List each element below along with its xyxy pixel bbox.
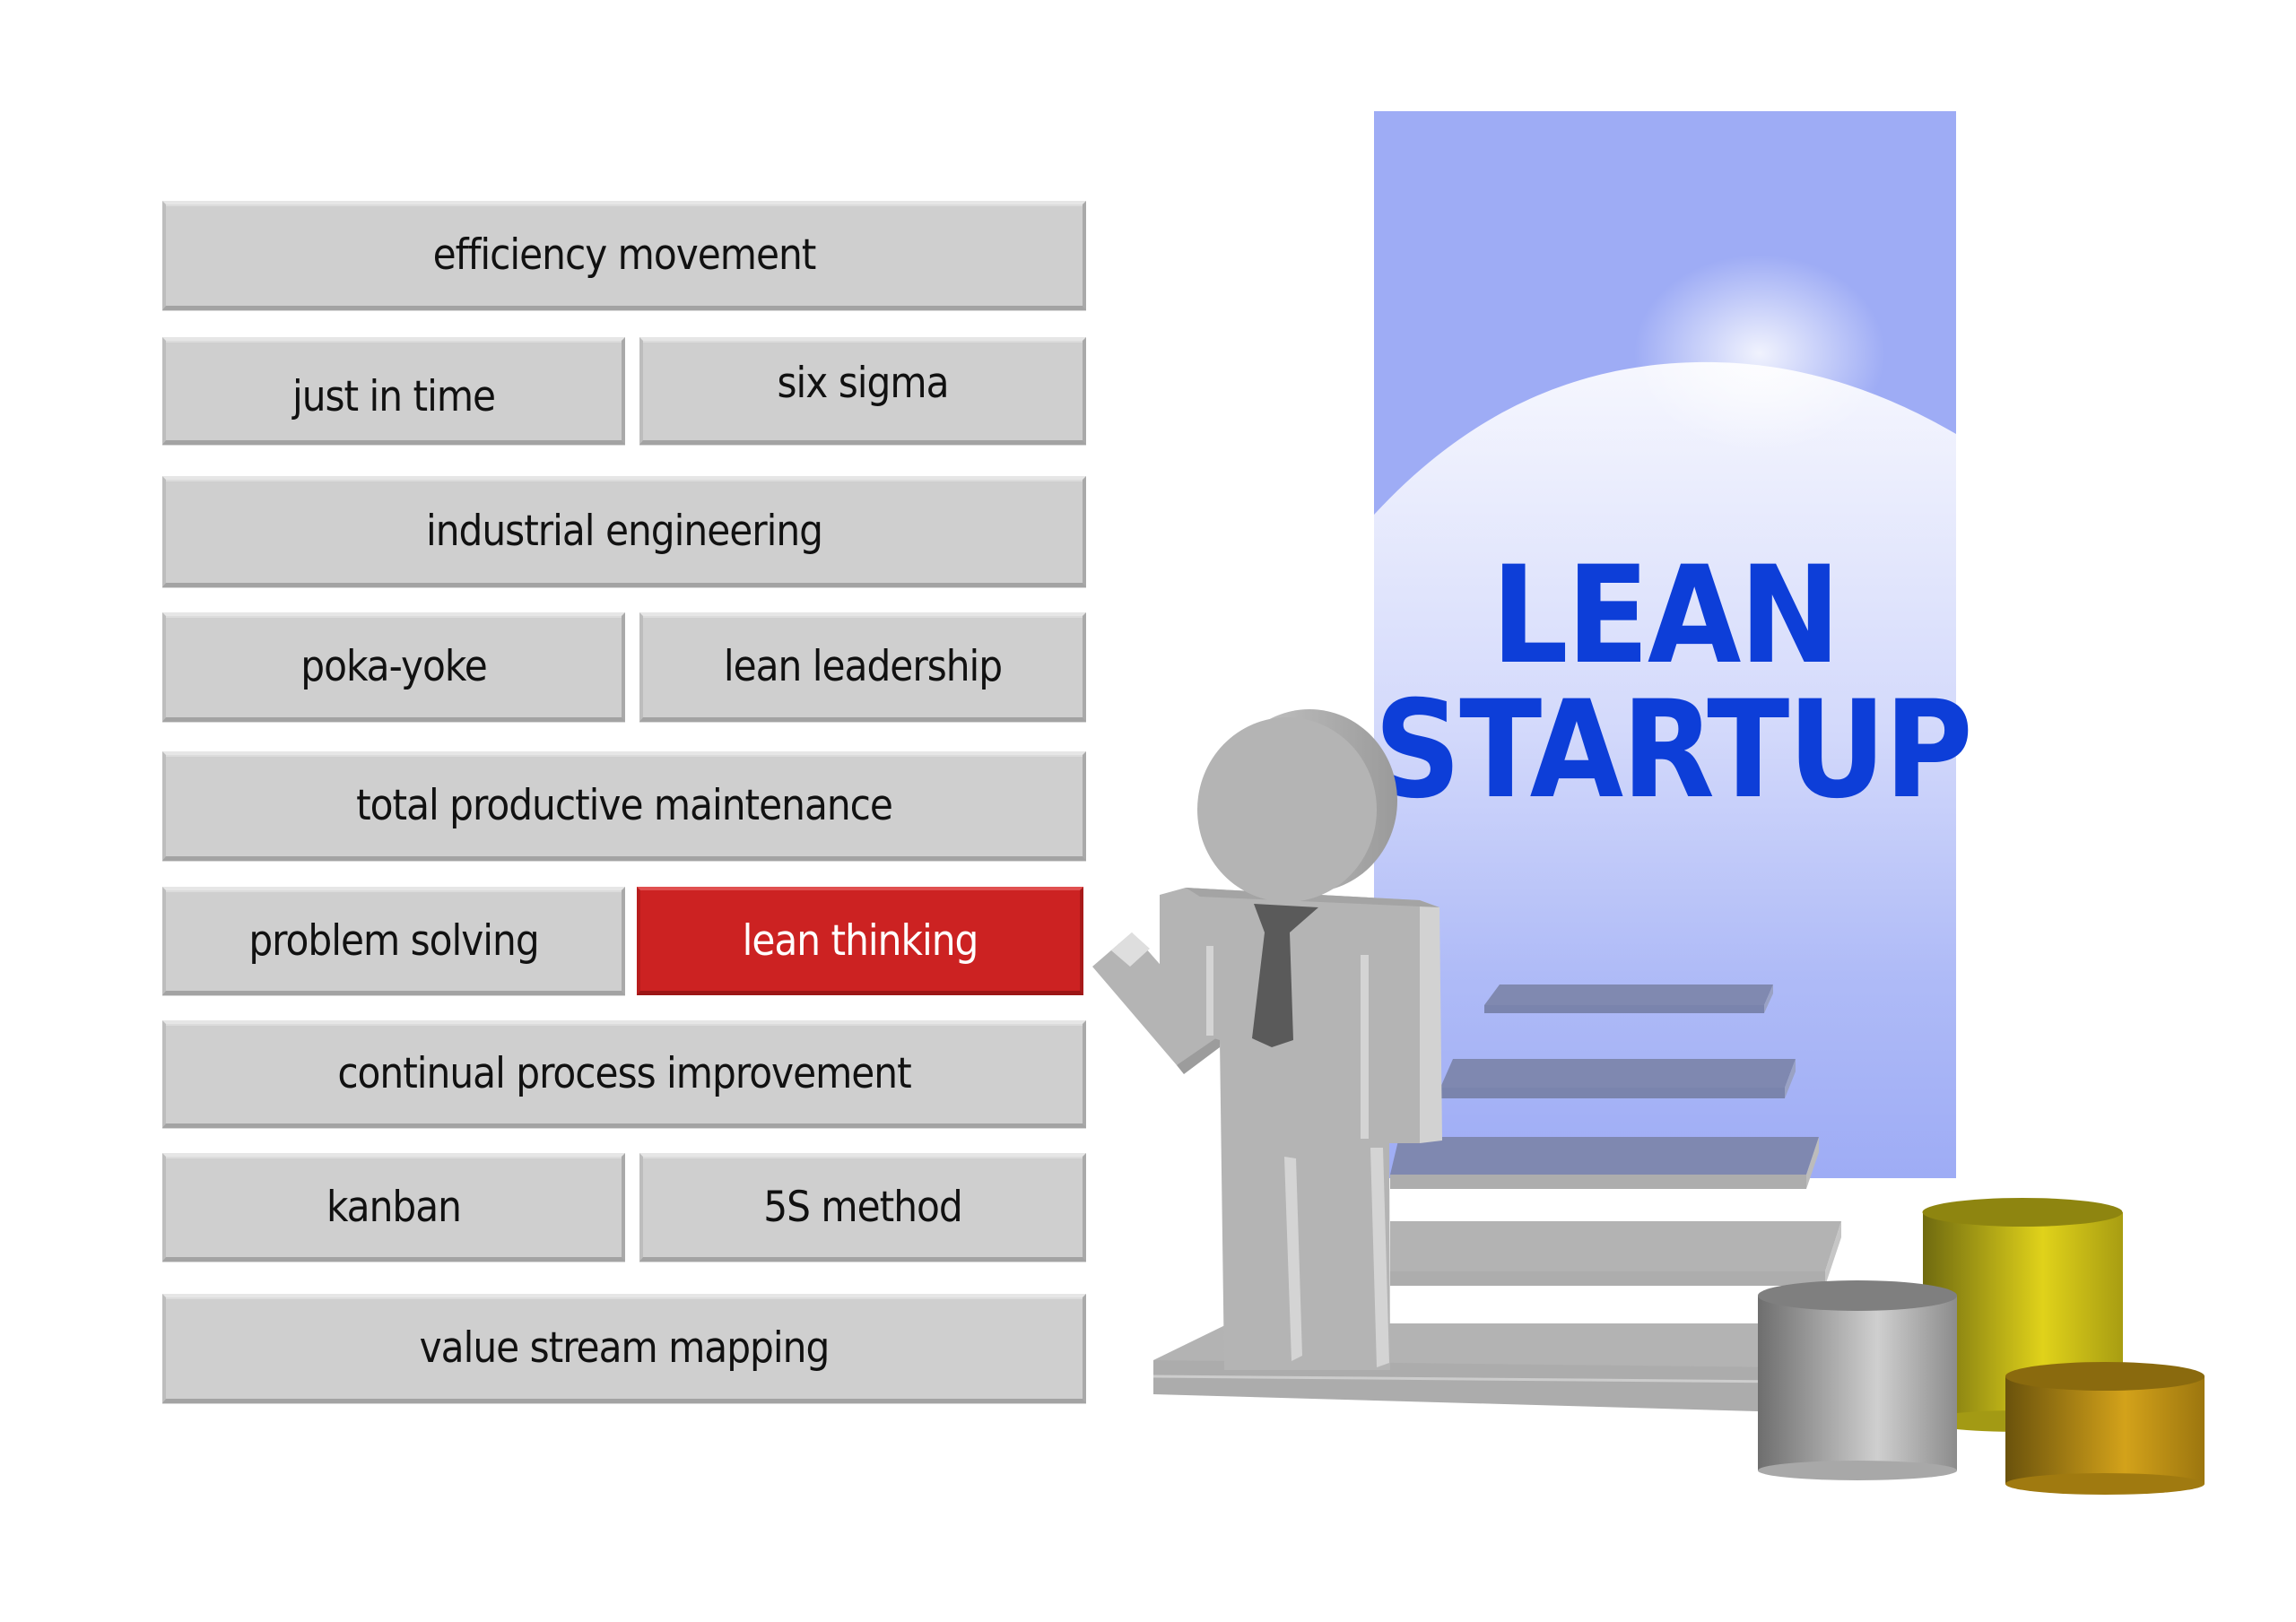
- tile-label: lean thinking: [742, 915, 979, 966]
- tile-just-in-time: just in time: [162, 337, 625, 445]
- stair-step-4: [1390, 1221, 1841, 1286]
- stair-step-1: [1484, 984, 1773, 1013]
- tile-industrial-engineering: industrial engineering: [162, 476, 1086, 587]
- businessman-figure: [1092, 709, 1442, 1370]
- tile-total-productive-maintenance: total productive maintenance: [162, 751, 1086, 861]
- stair-step-3: [1390, 1137, 1819, 1189]
- tile-label: six sigma: [777, 359, 950, 408]
- tile-5s-method: 5S method: [639, 1153, 1086, 1262]
- torso: [1160, 888, 1420, 1370]
- tile-label: just in time: [291, 372, 496, 421]
- tile-lean-thinking: lean thinking: [637, 887, 1083, 995]
- tile-label: industrial engineering: [425, 507, 823, 556]
- tile-six-sigma: six sigma: [639, 337, 1086, 445]
- tile-continual-process-improvement: continual process improvement: [162, 1020, 1086, 1128]
- head: [1197, 717, 1377, 902]
- tile-label: poka-yoke: [300, 642, 487, 691]
- tile-label: continual process improvement: [337, 1049, 911, 1098]
- panel-title-line1: LEAN: [1491, 538, 1841, 694]
- gold-cylinder: [2005, 1362, 2205, 1495]
- raised-hand: [1092, 932, 1222, 1065]
- tile-label: problem solving: [248, 915, 539, 966]
- stair-step-2: [1440, 1059, 1796, 1098]
- silver-cylinder: [1758, 1280, 1957, 1480]
- tile-efficiency-movement: efficiency movement: [162, 201, 1086, 310]
- stairs: [1152, 984, 1841, 1412]
- lean-startup-panel: [1374, 111, 1956, 1178]
- tile-label: lean leadership: [723, 642, 1003, 691]
- panel-title-line2: STARTUP: [1374, 672, 1973, 828]
- tile-label: value stream mapping: [419, 1323, 831, 1373]
- tile-label: total productive maintenance: [356, 781, 893, 830]
- tie-icon: [1252, 904, 1318, 1047]
- tile-problem-solving: problem solving: [162, 887, 625, 995]
- tile-label: kanban: [326, 1182, 462, 1232]
- tile-value-stream-mapping: value stream mapping: [162, 1294, 1086, 1403]
- tile-label: 5S method: [763, 1182, 962, 1232]
- tile-poka-yoke: poka-yoke: [162, 612, 625, 722]
- tile-lean-leadership: lean leadership: [639, 612, 1086, 722]
- tile-kanban: kanban: [162, 1153, 625, 1262]
- tile-label: efficiency movement: [432, 230, 817, 280]
